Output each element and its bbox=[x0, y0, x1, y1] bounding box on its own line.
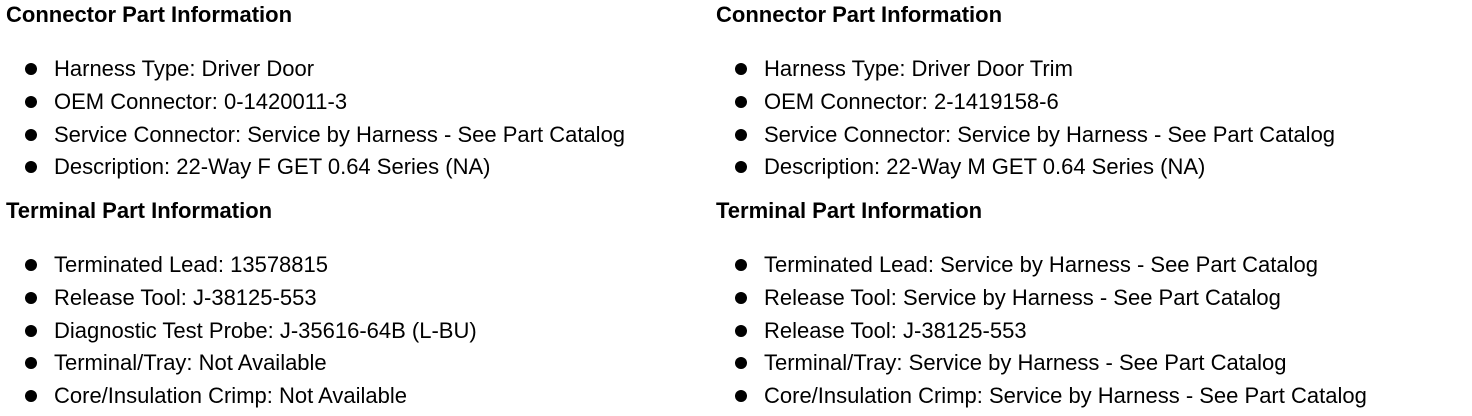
list-item-text: Description: 22-Way F GET 0.64 Series (N… bbox=[54, 154, 491, 180]
list-item-text: Release Tool: J-38125-553 bbox=[54, 284, 317, 310]
list-item: Release Tool: Service by Harness - See P… bbox=[716, 283, 1367, 316]
bullet-icon bbox=[25, 63, 37, 75]
list-item-text: Harness Type: Driver Door bbox=[54, 56, 315, 81]
connector-part-info-list: Harness Type: Driver Door Trim OEM Conne… bbox=[716, 54, 1335, 185]
list-item-text: Release Tool: J-38125-553 bbox=[764, 317, 1027, 343]
list-item: Core/Insulation Crimp: Not Available bbox=[6, 381, 477, 414]
bullet-icon bbox=[25, 259, 37, 271]
connector-part-info-list: Harness Type: Driver Door OEM Connector:… bbox=[6, 54, 625, 185]
list-item: Terminal/Tray: Service by Harness - See … bbox=[716, 348, 1367, 381]
bullet-icon bbox=[735, 390, 747, 403]
list-item: Release Tool: J-38125-553 bbox=[716, 316, 1367, 349]
terminal-part-info-heading: Terminal Part Information bbox=[6, 198, 273, 223]
list-item-text: Terminal/Tray: Not Available bbox=[54, 350, 327, 376]
list-item-text: Harness Type: Driver Door Trim bbox=[764, 56, 1073, 81]
list-item-text: OEM Connector: 0-1420011-3 bbox=[54, 88, 348, 114]
terminal-part-info-list: Terminated Lead: 13578815 Release Tool: … bbox=[6, 250, 477, 414]
list-item: Terminated Lead: 13578815 bbox=[6, 250, 477, 283]
list-item: Diagnostic Test Probe: J-35616-64B (L-BU… bbox=[6, 316, 477, 349]
list-item: Release Tool: J-38125-553 bbox=[6, 283, 477, 316]
bullet-icon bbox=[735, 95, 747, 108]
list-item: Terminated Lead: Service by Harness - Se… bbox=[716, 250, 1367, 283]
terminal-part-info-list: Terminated Lead: Service by Harness - Se… bbox=[716, 250, 1367, 414]
list-item-text: Service Connector: Service by Harness - … bbox=[54, 121, 626, 147]
list-item-text: Diagnostic Test Probe: J-35616-64B (L-BU… bbox=[54, 317, 477, 343]
bullet-icon bbox=[25, 128, 37, 141]
list-item-text: Terminated Lead: Service by Harness - Se… bbox=[764, 252, 1318, 277]
bullet-icon bbox=[25, 161, 37, 174]
list-item: Harness Type: Driver Door Trim bbox=[716, 54, 1335, 87]
list-item-text: Terminated Lead: 13578815 bbox=[54, 252, 328, 277]
list-item-text: Service Connector: Service by Harness - … bbox=[764, 121, 1336, 147]
list-item-text: Terminal/Tray: Service by Harness - See … bbox=[764, 350, 1287, 376]
list-item: OEM Connector: 2-1419158-6 bbox=[716, 87, 1335, 120]
list-item: Core/Insulation Crimp: Service by Harnes… bbox=[716, 381, 1367, 414]
bullet-icon bbox=[25, 95, 37, 108]
bullet-icon bbox=[735, 259, 747, 271]
list-item-text: Core/Insulation Crimp: Service by Harnes… bbox=[764, 383, 1367, 409]
list-item: Description: 22-Way F GET 0.64 Series (N… bbox=[6, 152, 625, 185]
terminal-part-info-heading: Terminal Part Information bbox=[716, 198, 983, 223]
bullet-icon bbox=[735, 161, 747, 174]
bullet-icon bbox=[25, 324, 37, 337]
bullet-icon bbox=[735, 324, 747, 337]
bullet-icon bbox=[25, 390, 37, 403]
list-item-text: Description: 22-Way M GET 0.64 Series (N… bbox=[764, 154, 1206, 180]
list-item: Terminal/Tray: Not Available bbox=[6, 348, 477, 381]
list-item-text: Release Tool: Service by Harness - See P… bbox=[764, 284, 1281, 310]
list-item: Service Connector: Service by Harness - … bbox=[716, 120, 1335, 153]
connector-part-info-heading: Connector Part Information bbox=[6, 2, 293, 27]
connector-part-info-heading: Connector Part Information bbox=[716, 2, 1003, 27]
bullet-icon bbox=[735, 291, 747, 304]
list-item-text: OEM Connector: 2-1419158-6 bbox=[764, 88, 1059, 114]
bullet-icon bbox=[25, 357, 37, 370]
list-item-text: Core/Insulation Crimp: Not Available bbox=[54, 383, 407, 409]
bullet-icon bbox=[735, 128, 747, 141]
bullet-icon bbox=[25, 291, 37, 304]
list-item: Service Connector: Service by Harness - … bbox=[6, 120, 625, 153]
list-item: Description: 22-Way M GET 0.64 Series (N… bbox=[716, 152, 1335, 185]
list-item: Harness Type: Driver Door bbox=[6, 54, 625, 87]
list-item: OEM Connector: 0-1420011-3 bbox=[6, 87, 625, 120]
bullet-icon bbox=[735, 357, 747, 370]
bullet-icon bbox=[735, 63, 747, 75]
